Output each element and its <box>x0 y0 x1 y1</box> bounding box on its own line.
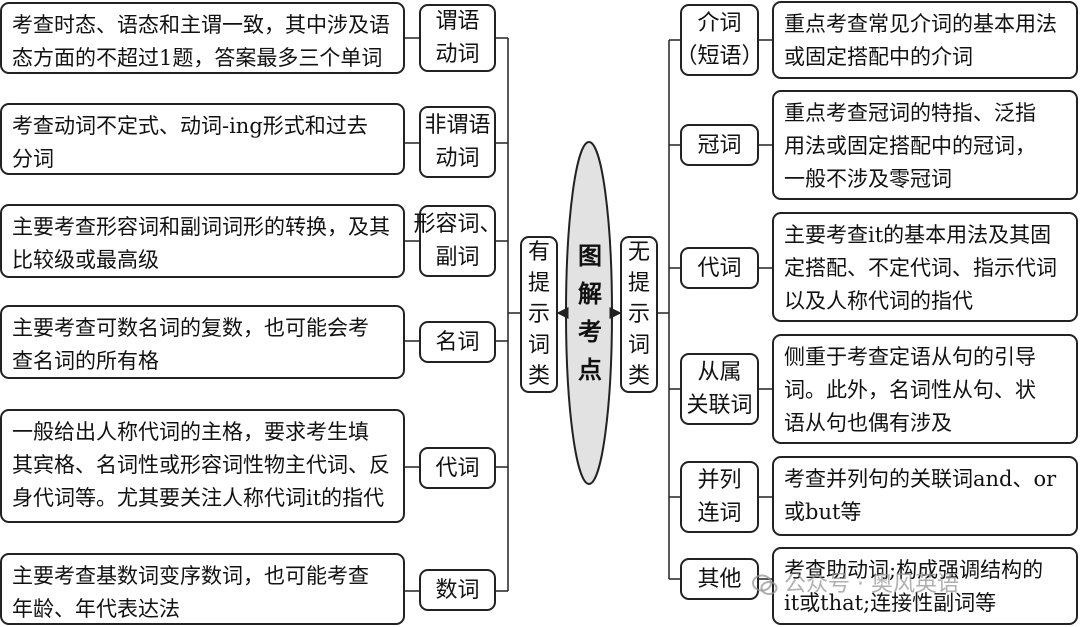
left-branch-box: 有 提 示 词 类 <box>520 236 558 393</box>
left-category-box: 谓语 动词 <box>419 4 496 72</box>
left-category-box: 数词 <box>419 569 496 611</box>
branch-char: 类 <box>527 364 550 389</box>
center-char: 考 <box>578 317 602 346</box>
left-desc-box: 主要考查可数名词的复数，也可能会考 查名词的所有格 <box>0 305 405 379</box>
desc-line: 年龄、年代表达法 <box>12 597 180 621</box>
branch-char: 无 <box>627 240 650 265</box>
desc-line: 分词 <box>12 147 54 171</box>
branch-char: 类 <box>627 364 650 389</box>
center-char: 图 <box>578 241 602 270</box>
left-category-box: 名词 <box>419 321 496 363</box>
desc-line: 以及人称代词的指代 <box>784 289 973 313</box>
category-line: 形容词、 <box>413 212 502 237</box>
desc-line: 重点考查冠词的特指、泛指 <box>784 101 1036 125</box>
desc-line: 词。此外，名词性从句、状 <box>784 378 1036 402</box>
branch-char: 有 <box>527 240 550 265</box>
category-line: 连词 <box>697 501 742 526</box>
desc-line: 其宾格、名词性或形容词性物主代词、反 <box>12 453 390 477</box>
left-category-box: 形容词、 副词 <box>414 205 502 277</box>
desc-line: 主要考查形容词和副词词形的转换，及其 <box>12 215 390 239</box>
center-title: 图 解 考 点 <box>570 142 610 484</box>
desc-line: 或固定搭配中的介词 <box>784 45 973 69</box>
branch-char: 提 <box>627 271 650 296</box>
desc-line: 或but等 <box>784 500 862 524</box>
category-line: 动词 <box>435 42 480 67</box>
desc-line: 侧重于考查定语从句的引导 <box>784 345 1036 369</box>
right-branch-box: 无 提 示 词 类 <box>620 236 658 393</box>
right-category-box: 从属 关联词 <box>680 353 759 425</box>
right-category-box: 冠词 <box>680 124 759 166</box>
branch-char: 示 <box>527 302 550 327</box>
desc-line: 用法或固定搭配中的冠词， <box>784 134 1036 158</box>
desc-line: 主要考查基数词变序数词，也可能考查 <box>12 564 369 588</box>
right-desc-box: 重点考查常见介词的基本用法 或固定搭配中的介词 <box>772 1 1078 79</box>
category-line: 介词 <box>697 11 742 36</box>
desc-line: 定搭配、不定代词、指示代词 <box>784 256 1057 280</box>
desc-line: 考查动词不定式、动词-ing形式和过去 <box>12 114 368 138</box>
desc-line: 查名词的所有格 <box>12 349 159 373</box>
branch-char: 示 <box>627 302 650 327</box>
right-category-box: 介词 （短语） <box>676 4 764 76</box>
category-line: 数词 <box>435 577 480 603</box>
category-line: 谓语 <box>435 9 480 34</box>
branch-char: 词 <box>627 333 650 358</box>
desc-line: 一般给出人称代词的主格，要求考生填 <box>12 420 369 444</box>
left-category-box: 非谓语 动词 <box>419 106 496 178</box>
desc-line: 考查时态、语态和主谓一致，其中涉及语 <box>12 13 390 37</box>
branch-char: 提 <box>527 271 550 296</box>
desc-line: 态方面的不超过1题，答案最多三个单词 <box>12 46 383 70</box>
right-category-box: 其他 <box>680 558 759 600</box>
desc-line: 主要考查it的基本用法及其固 <box>784 223 1052 247</box>
left-desc-box: 一般给出人称代词的主格，要求考生填 其宾格、名词性或形容词性物主代词、反 身代词… <box>0 409 405 523</box>
left-desc-box: 主要考查基数词变序数词，也可能考查 年龄、年代表达法 <box>0 553 405 625</box>
right-desc-box: 考查并列句的关联词and、or 或but等 <box>772 456 1078 536</box>
category-line: 关联词 <box>686 393 753 418</box>
category-line: 代词 <box>435 455 480 481</box>
left-category-box: 代词 <box>419 447 496 489</box>
watermark-text: 公众号 · 奥风英语 <box>784 572 959 597</box>
right-desc-box: 考查助动词;构成强调结构的 it或that;连接性副词等 <box>772 547 1078 625</box>
left-desc-box: 主要考查形容词和副词词形的转换，及其 比较级或最高级 <box>0 204 405 278</box>
desc-line: 比较级或最高级 <box>12 248 159 272</box>
left-desc-box: 考查时态、语态和主谓一致，其中涉及语 态方面的不超过1题，答案最多三个单词 <box>0 2 405 74</box>
right-desc-box: 主要考查it的基本用法及其固 定搭配、不定代词、指示代词 以及人称代词的指代 <box>772 212 1078 322</box>
desc-line: 身代词等。尤其要关注人称代词it的指代 <box>12 486 385 510</box>
category-line: 副词 <box>435 245 480 270</box>
right-category-box: 并列 连词 <box>680 461 759 533</box>
branch-char: 词 <box>527 333 550 358</box>
center-char: 解 <box>578 279 602 308</box>
category-line: （短语） <box>675 44 764 69</box>
wechat-icon <box>752 574 778 595</box>
category-line: 从属 <box>697 360 742 385</box>
category-line: 并列 <box>697 468 742 493</box>
category-line: 名词 <box>435 329 480 355</box>
right-desc-box: 重点考查冠词的特指、泛指 用法或固定搭配中的冠词， 一般不涉及零冠词 <box>772 90 1078 200</box>
desc-line: 语从句也偶有涉及 <box>784 411 952 435</box>
category-line: 代词 <box>697 255 742 281</box>
right-desc-box: 侧重于考查定语从句的引导 词。此外，名词性从句、状 语从句也偶有涉及 <box>772 334 1078 444</box>
desc-line: 考查并列句的关联词and、or <box>784 467 1057 491</box>
right-category-box: 代词 <box>680 247 759 289</box>
category-line: 非谓语 <box>424 113 491 138</box>
desc-line: 考查助动词;构成强调结构的 <box>784 558 1044 582</box>
category-line: 其他 <box>697 566 742 592</box>
center-char: 点 <box>578 355 602 384</box>
left-desc-box: 考查动词不定式、动词-ing形式和过去 分词 <box>0 103 405 175</box>
category-line: 动词 <box>435 146 480 171</box>
desc-line: it或that;连接性副词等 <box>784 591 997 615</box>
category-line: 冠词 <box>697 132 742 158</box>
desc-line: 主要考查可数名词的复数，也可能会考 <box>12 316 369 340</box>
desc-line: 一般不涉及零冠词 <box>784 167 952 191</box>
desc-line: 重点考查常见介词的基本用法 <box>784 12 1057 36</box>
watermark: 公众号 · 奥风英语 <box>752 566 959 598</box>
